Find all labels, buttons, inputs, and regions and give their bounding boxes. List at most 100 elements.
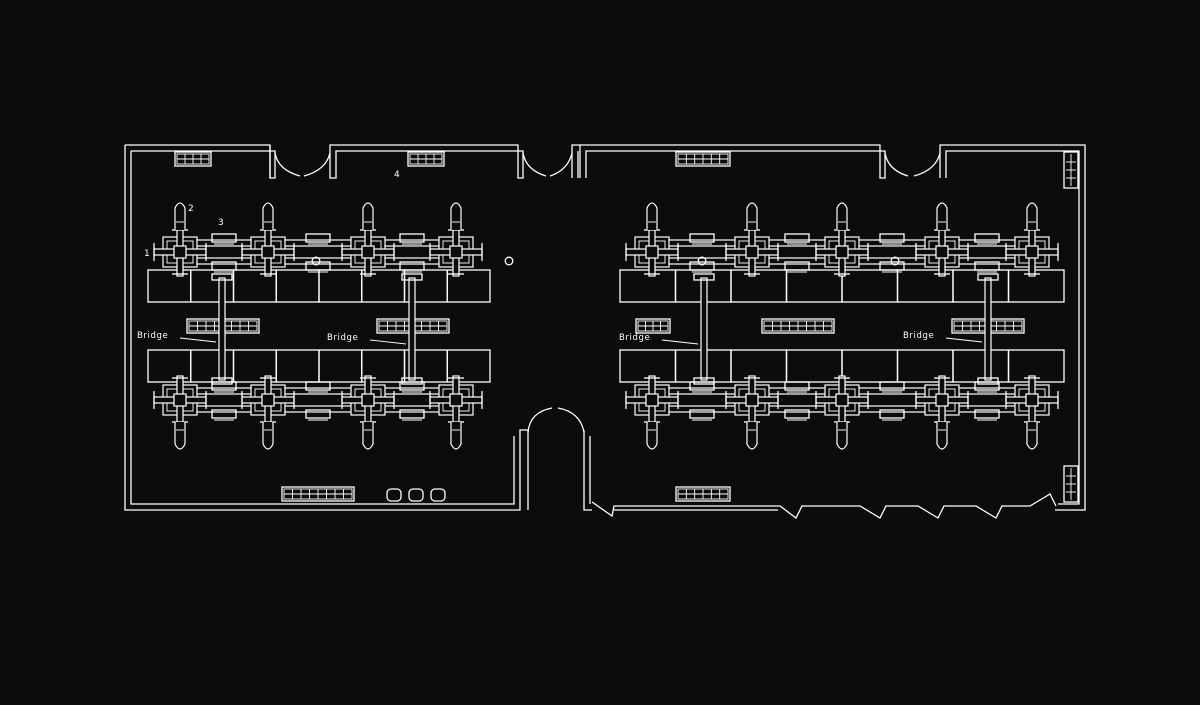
desk-pad <box>211 381 237 391</box>
cubicle-panel <box>446 349 491 383</box>
workstation-pod-icon <box>241 202 295 277</box>
cubicle-panel <box>190 349 235 383</box>
workstation-pod-icon <box>625 375 679 450</box>
marker-4: 4 <box>394 170 400 180</box>
cubicle-panel <box>446 269 491 303</box>
radiator-icon <box>174 151 212 167</box>
radiator-icon <box>1063 465 1079 503</box>
desk-pad <box>399 233 425 243</box>
desk-pad <box>689 409 715 419</box>
workstation-pod-icon <box>625 202 679 277</box>
bridge-connector <box>408 277 416 381</box>
workstation-pod-icon <box>815 202 869 277</box>
desk-pad <box>305 261 331 271</box>
desk-pad <box>974 233 1000 243</box>
bridge-connector <box>700 277 708 381</box>
cubicle-panel <box>147 349 192 383</box>
desk-pad <box>399 381 425 391</box>
desk-pad <box>784 233 810 243</box>
workstation-pod-icon <box>1005 202 1059 277</box>
desk-pad <box>305 381 331 391</box>
cubicle-panel <box>952 349 1010 383</box>
cubicle-panel <box>952 269 1010 303</box>
desk-pad <box>399 261 425 271</box>
cubicle-panel <box>619 269 677 303</box>
cubicle-panel <box>730 349 788 383</box>
workstation-pod-icon <box>429 375 483 450</box>
bridge-label: Bridge <box>137 331 168 341</box>
workstation-pod-icon <box>915 375 969 450</box>
desk-beam <box>179 405 457 413</box>
bridge-connectors <box>211 273 999 385</box>
radiator-icon <box>407 151 445 167</box>
workstation-pod-icon <box>725 202 779 277</box>
desk-pad <box>879 409 905 419</box>
radiator-icon <box>1063 151 1079 189</box>
cubicle-panel <box>785 269 843 303</box>
desk-pad <box>974 381 1000 391</box>
desk-pad <box>211 261 237 271</box>
cubicle-panel <box>841 269 899 303</box>
workstation-pod-icon <box>153 375 207 450</box>
desk-pad <box>974 409 1000 419</box>
cubicle-panel <box>275 269 320 303</box>
cubicle-panel <box>275 349 320 383</box>
desk-pad <box>879 233 905 243</box>
workstation-pod-icon <box>153 202 207 277</box>
workstation-pod-icon <box>725 375 779 450</box>
radiator-icon <box>281 486 355 502</box>
plan-labels: 1 2 3 4 Bridge Bridge Bridge Bridge <box>137 170 983 345</box>
radiator-icon <box>675 151 731 167</box>
right-room-walls <box>579 144 1086 519</box>
desk-pad <box>399 409 425 419</box>
workstation-pod-icon <box>815 375 869 450</box>
column-icon <box>311 256 900 266</box>
desk-pad <box>211 233 237 243</box>
desk-pad <box>305 409 331 419</box>
bridge-label: Bridge <box>619 333 650 343</box>
desk-beam <box>179 239 457 247</box>
desk-pad <box>784 409 810 419</box>
bridge-connector <box>218 277 226 381</box>
cubicle-panel <box>730 269 788 303</box>
workstation-pod-icon <box>341 375 395 450</box>
radiator-icon <box>675 486 731 502</box>
door-swing-icon <box>274 152 941 433</box>
cubicle-panel <box>841 349 899 383</box>
cubicle-panel <box>619 349 677 383</box>
desk-pad <box>211 409 237 419</box>
cubicle-panel <box>318 269 363 303</box>
workstation-pod-icon <box>1005 375 1059 450</box>
marker-3: 3 <box>218 218 224 228</box>
left-room-walls <box>124 144 580 511</box>
desk-pad <box>305 233 331 243</box>
bridge-label: Bridge <box>327 333 358 343</box>
desk-pad <box>879 381 905 391</box>
desk-pad <box>784 261 810 271</box>
desk-pad <box>879 261 905 271</box>
bridge-label: Bridge <box>903 331 934 341</box>
bridge-connector <box>984 277 992 381</box>
desk-beam <box>179 387 457 395</box>
desk-pad <box>974 261 1000 271</box>
marker-1: 1 <box>144 249 150 259</box>
workstation-pod-icon <box>341 202 395 277</box>
workstation-pod-icon <box>241 375 295 450</box>
desk-pad <box>689 261 715 271</box>
cubicle-panel <box>785 349 843 383</box>
desk-beam <box>179 257 457 265</box>
marker-2: 2 <box>188 204 194 214</box>
radiator-icon <box>761 318 835 334</box>
cubicle-panel <box>318 349 363 383</box>
cubicle-panel <box>1007 269 1065 303</box>
workstation-pod-icon <box>429 202 483 277</box>
workstation-pod-icon <box>147 202 1065 450</box>
cubicle-panel <box>147 269 192 303</box>
workstation-pod-icon <box>915 202 969 277</box>
desk-pad <box>689 233 715 243</box>
cubicle-panel <box>1007 349 1065 383</box>
radiator-icon <box>635 318 671 334</box>
desk-pad <box>784 381 810 391</box>
lounge-seats <box>386 488 446 502</box>
